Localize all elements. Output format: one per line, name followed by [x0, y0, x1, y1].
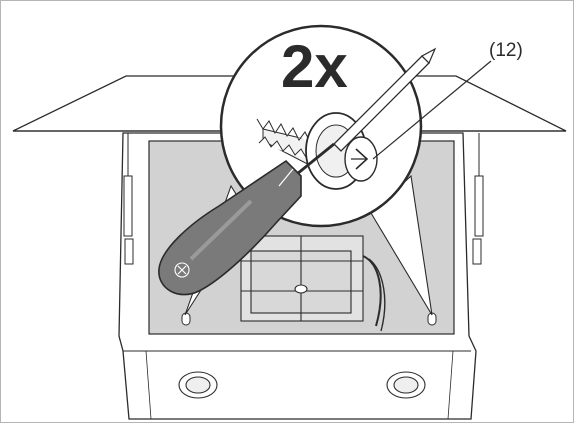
motor-unit [240, 235, 386, 332]
part-reference-label: (12) [489, 40, 523, 61]
right-hinge [472, 133, 484, 265]
screwdriver-icon [158, 47, 437, 296]
left-light [178, 371, 218, 399]
left-mount-hole [181, 312, 191, 326]
right-light [386, 371, 426, 399]
reference-leader [372, 60, 492, 160]
quantity-label: 2x [281, 33, 348, 100]
left-hinge [123, 133, 134, 265]
